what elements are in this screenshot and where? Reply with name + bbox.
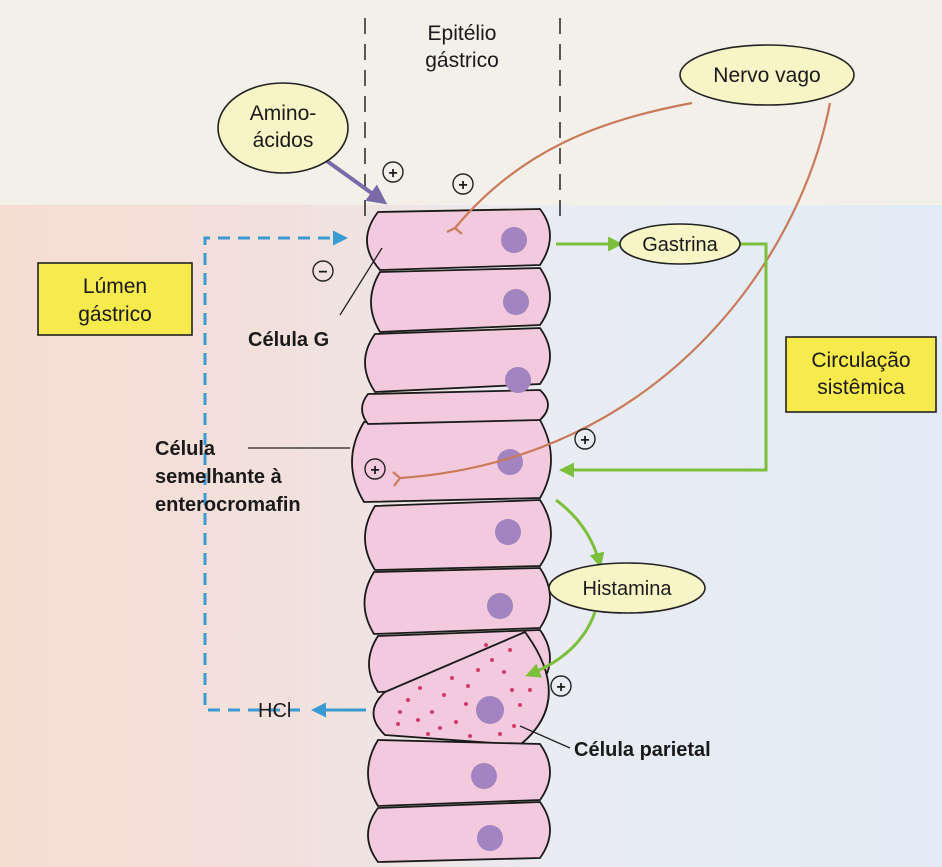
parietal-cell-label: Célula parietal xyxy=(574,739,711,761)
nucleus-cell-g xyxy=(501,227,527,253)
plus-label-nerve-g: + xyxy=(458,177,467,194)
nucleus-cell-6 xyxy=(487,593,513,619)
plus-label-nerve-ecl: + xyxy=(370,462,379,479)
epithelium-label-line1: Epitélio xyxy=(428,22,497,45)
amino-acids-label-line1: Amino- xyxy=(250,102,317,125)
cell-9 xyxy=(368,740,550,806)
cell-g-label: Célula G xyxy=(248,329,329,351)
cell-5 xyxy=(365,500,551,570)
gastrin-label: Gastrina xyxy=(642,234,718,256)
plus-label-amino: + xyxy=(388,165,397,182)
ecl-label-line3: enterocromafin xyxy=(155,494,301,516)
circulation-label-line1: Circulação xyxy=(811,349,910,372)
lumen-label-line1: Lúmen xyxy=(83,275,147,298)
circulation-label-line2: sistêmica xyxy=(817,376,905,399)
nucleus-cell-10 xyxy=(477,825,503,851)
nucleus-cell-9 xyxy=(471,763,497,789)
amino-acids-label-line2: ácidos xyxy=(253,129,314,152)
plus-label-gastrin-ecl: + xyxy=(580,432,589,449)
hcl-label: HCl xyxy=(258,700,291,722)
ecl-to-histamine-arrow xyxy=(556,500,600,565)
amino-acids-arrow xyxy=(320,156,384,202)
nucleus-cell-2 xyxy=(503,289,529,315)
gastrin-circulation-arrow xyxy=(562,244,766,470)
nucleus-cell-ecl xyxy=(497,449,523,475)
cell-4 xyxy=(362,390,548,424)
nucleus-cell-5 xyxy=(495,519,521,545)
nucleus-cell-parietal xyxy=(476,696,504,724)
nucleus-cell-3 xyxy=(505,367,531,393)
epithelium-label-line2: gástrico xyxy=(425,49,499,72)
amino-acids-bubble xyxy=(218,83,348,173)
vagus-nerve-label: Nervo vago xyxy=(713,64,820,87)
cell-10 xyxy=(368,802,550,862)
minus-label-lumen: − xyxy=(318,264,327,281)
plus-label-histamine: + xyxy=(556,679,565,696)
ecl-label-line1: Célula xyxy=(155,438,216,460)
histamine-label: Histamina xyxy=(583,578,673,600)
ecl-label-line2: semelhante à xyxy=(155,466,283,488)
lumen-label-line2: gástrico xyxy=(78,303,152,326)
cell-6 xyxy=(365,568,551,634)
